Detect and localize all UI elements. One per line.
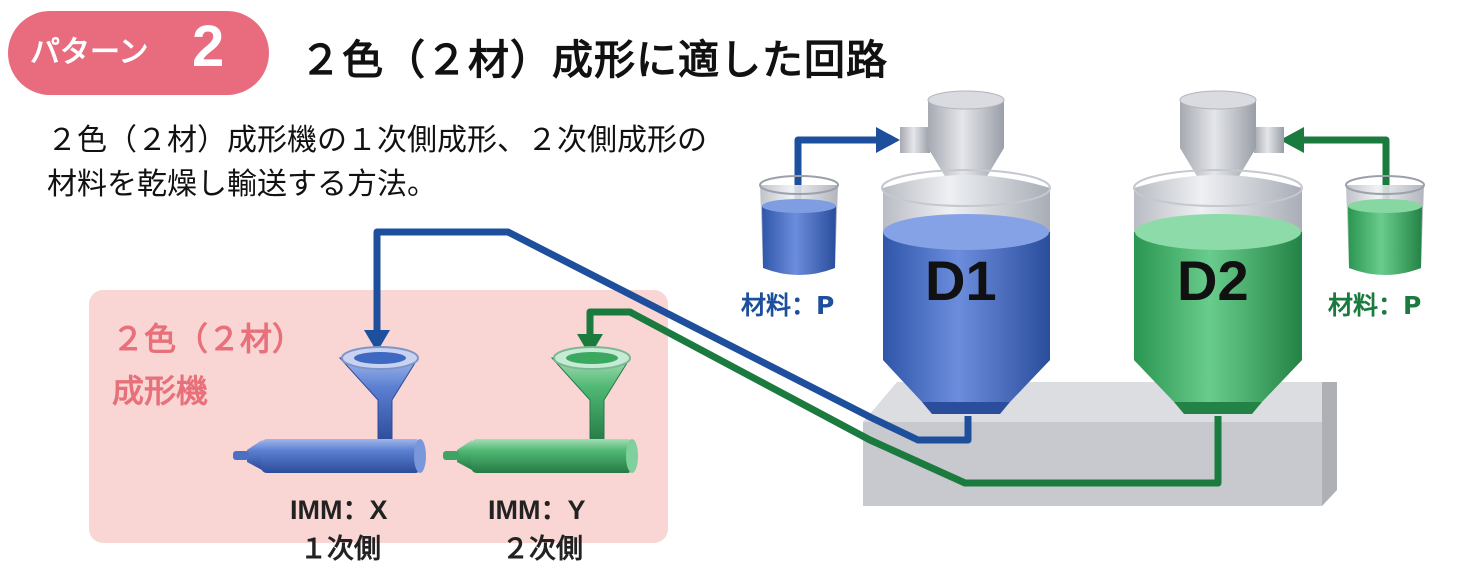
pattern-badge [8, 11, 269, 95]
dryer-d2-label: D2 [1177, 249, 1249, 312]
injection-molding-machine-x [233, 346, 426, 473]
machine-x-side: １次側 [300, 534, 381, 565]
molding-machine-title-line-2: 成形機 [112, 372, 209, 410]
description-line-2: 材料を乾燥し輸送する方法。 [47, 167, 437, 202]
material-container-green [1345, 175, 1425, 275]
material-label-blue: 材料：P [741, 291, 835, 320]
machine-x-label: IMM：X [290, 495, 388, 525]
pipe-green [577, 308, 1222, 487]
machine-y-label: IMM：Y [488, 495, 586, 525]
injection-molding-machine-y [443, 346, 638, 473]
pattern-badge-number: 2 [192, 14, 225, 79]
page-title: ２色（２材）成形に適した回路 [300, 36, 888, 84]
pattern-badge-label: パターン [30, 35, 149, 70]
molding-machine-title-line-1: ２色（２材） [112, 320, 305, 358]
dryer-d1-label: D1 [925, 249, 997, 312]
material-label-green: 材料：P [1328, 291, 1422, 320]
material-container-blue [759, 175, 839, 275]
description-line-1: ２色（２材）成形機の１次側成形、２次側成形の [47, 123, 707, 158]
dryer-d1 [881, 90, 1051, 414]
machine-y-side: ２次側 [502, 534, 583, 565]
pipe-blue [364, 228, 972, 444]
dryer-d2 [1133, 90, 1303, 414]
